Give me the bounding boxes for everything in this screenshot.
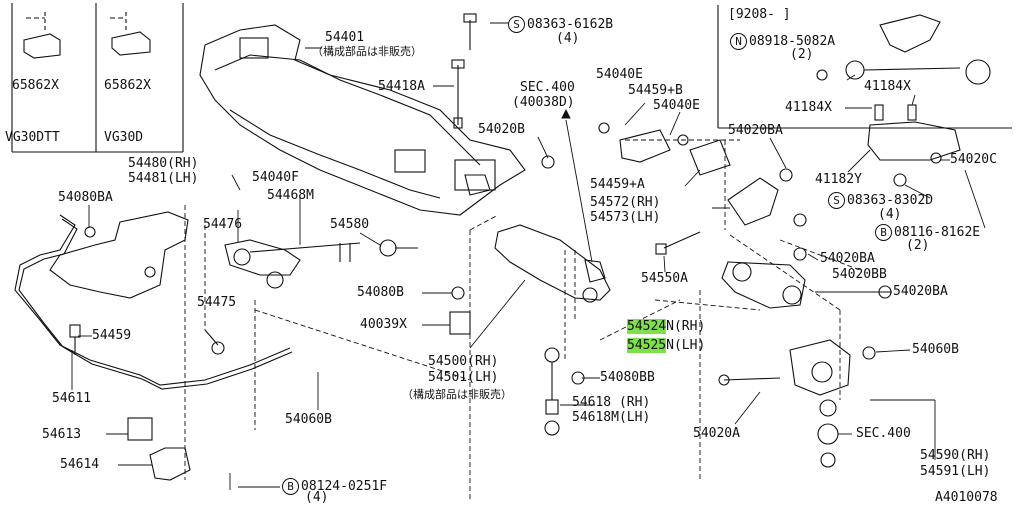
label-54080bb: 54080BB (600, 370, 655, 385)
side-lh-text: N(LH) (666, 338, 706, 353)
label-54501: 54501(LH) (428, 370, 499, 385)
label-date-range: [9208- ] (728, 7, 791, 22)
label-08363-6162b-qty: (4) (556, 31, 580, 46)
label-54401-note: （構成部品は非販売） (312, 45, 422, 58)
label-54468m: 54468M (267, 188, 314, 203)
circle-n-marker: N (730, 33, 747, 50)
label-54475: 54475 (197, 295, 237, 310)
label-54618m: 54618M(LH) (572, 410, 651, 425)
label-sec400-a: SEC.400 (520, 80, 575, 95)
label-54580: 54580 (330, 217, 370, 232)
label-54020b: 54020B (478, 122, 525, 137)
label-54459a: 54459+A (590, 177, 645, 192)
label-sec400-b: SEC.400 (856, 426, 911, 441)
label-08124-0251f-qty: (4) (305, 490, 329, 505)
side-rh-text: N(RH) (666, 319, 706, 334)
label-54525n: 54525N(LH) (627, 338, 706, 353)
part-number-text: 08363-8302D (847, 193, 934, 208)
label-54040e-b: 54040E (653, 98, 700, 113)
label-54020ba-c: 54020BA (893, 284, 948, 299)
label-54459: 54459 (92, 328, 132, 343)
circle-b-marker: B (282, 478, 299, 495)
circle-s-marker: S (828, 192, 845, 209)
label-54020c: 54020C (950, 152, 997, 167)
label-54020a: 54020A (693, 426, 740, 441)
label-54590: 54590(RH) (920, 448, 991, 463)
label-65862x-b: 65862X (104, 78, 151, 93)
part-number-text: 08116-8162E (894, 225, 981, 240)
label-54550a: 54550A (641, 271, 688, 286)
part-number-text: 08363-6162B (527, 17, 614, 32)
label-54020ba-b: 54020BA (820, 251, 875, 266)
label-54401: 54401 (325, 30, 365, 45)
label-54611: 54611 (52, 391, 92, 406)
label-54020ba-a: 54020BA (728, 123, 783, 138)
label-54060b-a: 54060B (912, 342, 959, 357)
label-54020bb: 54020BB (832, 267, 887, 282)
part-number-text: 08918-5082A (749, 34, 836, 49)
label-41184x-b: 41184X (785, 100, 832, 115)
label-54060b-b: 54060B (285, 412, 332, 427)
label-41184x-a: 41184X (864, 79, 911, 94)
label-54572: 54572(RH) (590, 195, 661, 210)
label-54618: 54618 (RH) (572, 395, 651, 410)
highlight-54525: 54525 (627, 338, 667, 353)
label-54481: 54481(LH) (128, 171, 199, 186)
label-54418a: 54418A (378, 79, 425, 94)
label-54040e-a: 54040E (596, 67, 643, 82)
label-54040f: 54040F (252, 170, 299, 185)
label-sec400-a-code: (40038D) (512, 95, 575, 110)
part-number-text: 08124-0251F (301, 479, 388, 494)
label-08918-5082a-qty: (2) (790, 47, 814, 62)
circle-s-marker: S (508, 16, 525, 33)
label-vg30dtt: VG30DTT (5, 130, 60, 145)
circle-b-marker: B (875, 224, 892, 241)
label-08363-8302d-qty: (4) (878, 207, 902, 222)
label-08116-8162e-qty: (2) (906, 238, 930, 253)
diagram-id: A4010078 (935, 490, 998, 505)
label-54500: 54500(RH) (428, 354, 499, 369)
label-54591: 54591(LH) (920, 464, 991, 479)
label-54524n: 54524N(RH) (627, 319, 706, 334)
label-40039x: 40039X (360, 317, 407, 332)
label-54613: 54613 (42, 427, 82, 442)
label-54480: 54480(RH) (128, 156, 199, 171)
label-41182y: 41182Y (815, 172, 862, 187)
label-54080b: 54080B (357, 285, 404, 300)
label-54573: 54573(LH) (590, 210, 661, 225)
label-65862x-a: 65862X (12, 78, 59, 93)
label-54501-note: （構成部品は非販売） (402, 388, 512, 401)
label-54080ba: 54080BA (58, 190, 113, 205)
label-54459b: 54459+B (628, 83, 683, 98)
highlight-54524: 54524 (627, 319, 667, 334)
label-vg30d: VG30D (104, 130, 144, 145)
label-54476: 54476 (203, 217, 243, 232)
label-54614: 54614 (60, 457, 100, 472)
